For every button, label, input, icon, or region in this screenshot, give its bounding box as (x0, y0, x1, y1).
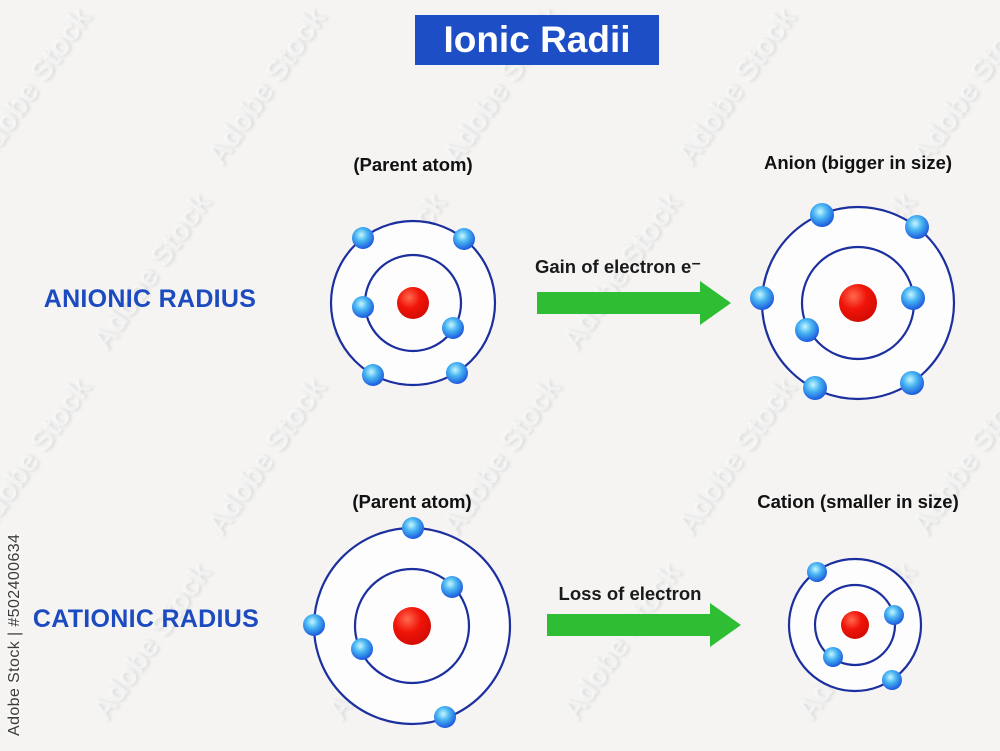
cation-caption: Cation (smaller in size) (757, 491, 959, 512)
electron (362, 364, 384, 386)
gain-arrow-head (700, 281, 731, 325)
nucleus (397, 287, 429, 319)
parent-atom-caption-bottom: (Parent atom) (352, 491, 472, 512)
watermark-tile: Adobe Stock (0, 2, 98, 172)
electron (882, 670, 902, 690)
loss-arrow-head (710, 603, 741, 647)
electron (434, 706, 456, 728)
electron (352, 227, 374, 249)
anion-diagram (750, 203, 956, 401)
electron (905, 215, 929, 239)
electron (442, 317, 464, 339)
electron (750, 286, 774, 310)
electron (900, 371, 924, 395)
electron (303, 614, 325, 636)
watermark-tile: Adobe Stock (200, 2, 333, 172)
anion-caption: Anion (bigger in size) (763, 152, 953, 173)
cationic-radius-label: CATIONIC RADIUS (32, 605, 260, 633)
parent-atom-bottom-diagram (303, 517, 512, 728)
electron (351, 638, 373, 660)
parent-atom-caption-top: (Parent atom) (353, 154, 473, 175)
electron (901, 286, 925, 310)
gain-arrow-body (537, 292, 700, 314)
electron (803, 376, 827, 400)
electron (823, 647, 843, 667)
electron (453, 228, 475, 250)
page-title: Ionic Radii (415, 15, 659, 65)
electron (810, 203, 834, 227)
cation-diagram (787, 557, 923, 693)
electron (807, 562, 827, 582)
electron (352, 296, 374, 318)
electron (446, 362, 468, 384)
watermark-tile: Adobe Stock (85, 557, 218, 727)
stock-id-watermark: Adobe Stock | #502400634 (6, 533, 23, 736)
watermark-tile: Adobe Stock (670, 2, 803, 172)
inner-orbit (813, 583, 897, 667)
gain-of-electron-label: Gain of electron e⁻ (534, 256, 702, 277)
loss-of-electron-label: Loss of electron (558, 583, 702, 604)
electron (402, 517, 424, 539)
inner-orbit (353, 567, 471, 685)
watermark-tile: Adobe Stock (905, 2, 1000, 172)
anionic-radius-label: ANIONIC RADIUS (43, 285, 257, 313)
watermark-tile: Adobe Stock (85, 187, 218, 357)
electron (441, 576, 463, 598)
loss-arrow-body (547, 614, 710, 636)
electron (884, 605, 904, 625)
electron (795, 318, 819, 342)
nucleus (841, 611, 869, 639)
nucleus (393, 607, 431, 645)
nucleus (839, 284, 877, 322)
parent-atom-top-diagram (329, 219, 497, 387)
